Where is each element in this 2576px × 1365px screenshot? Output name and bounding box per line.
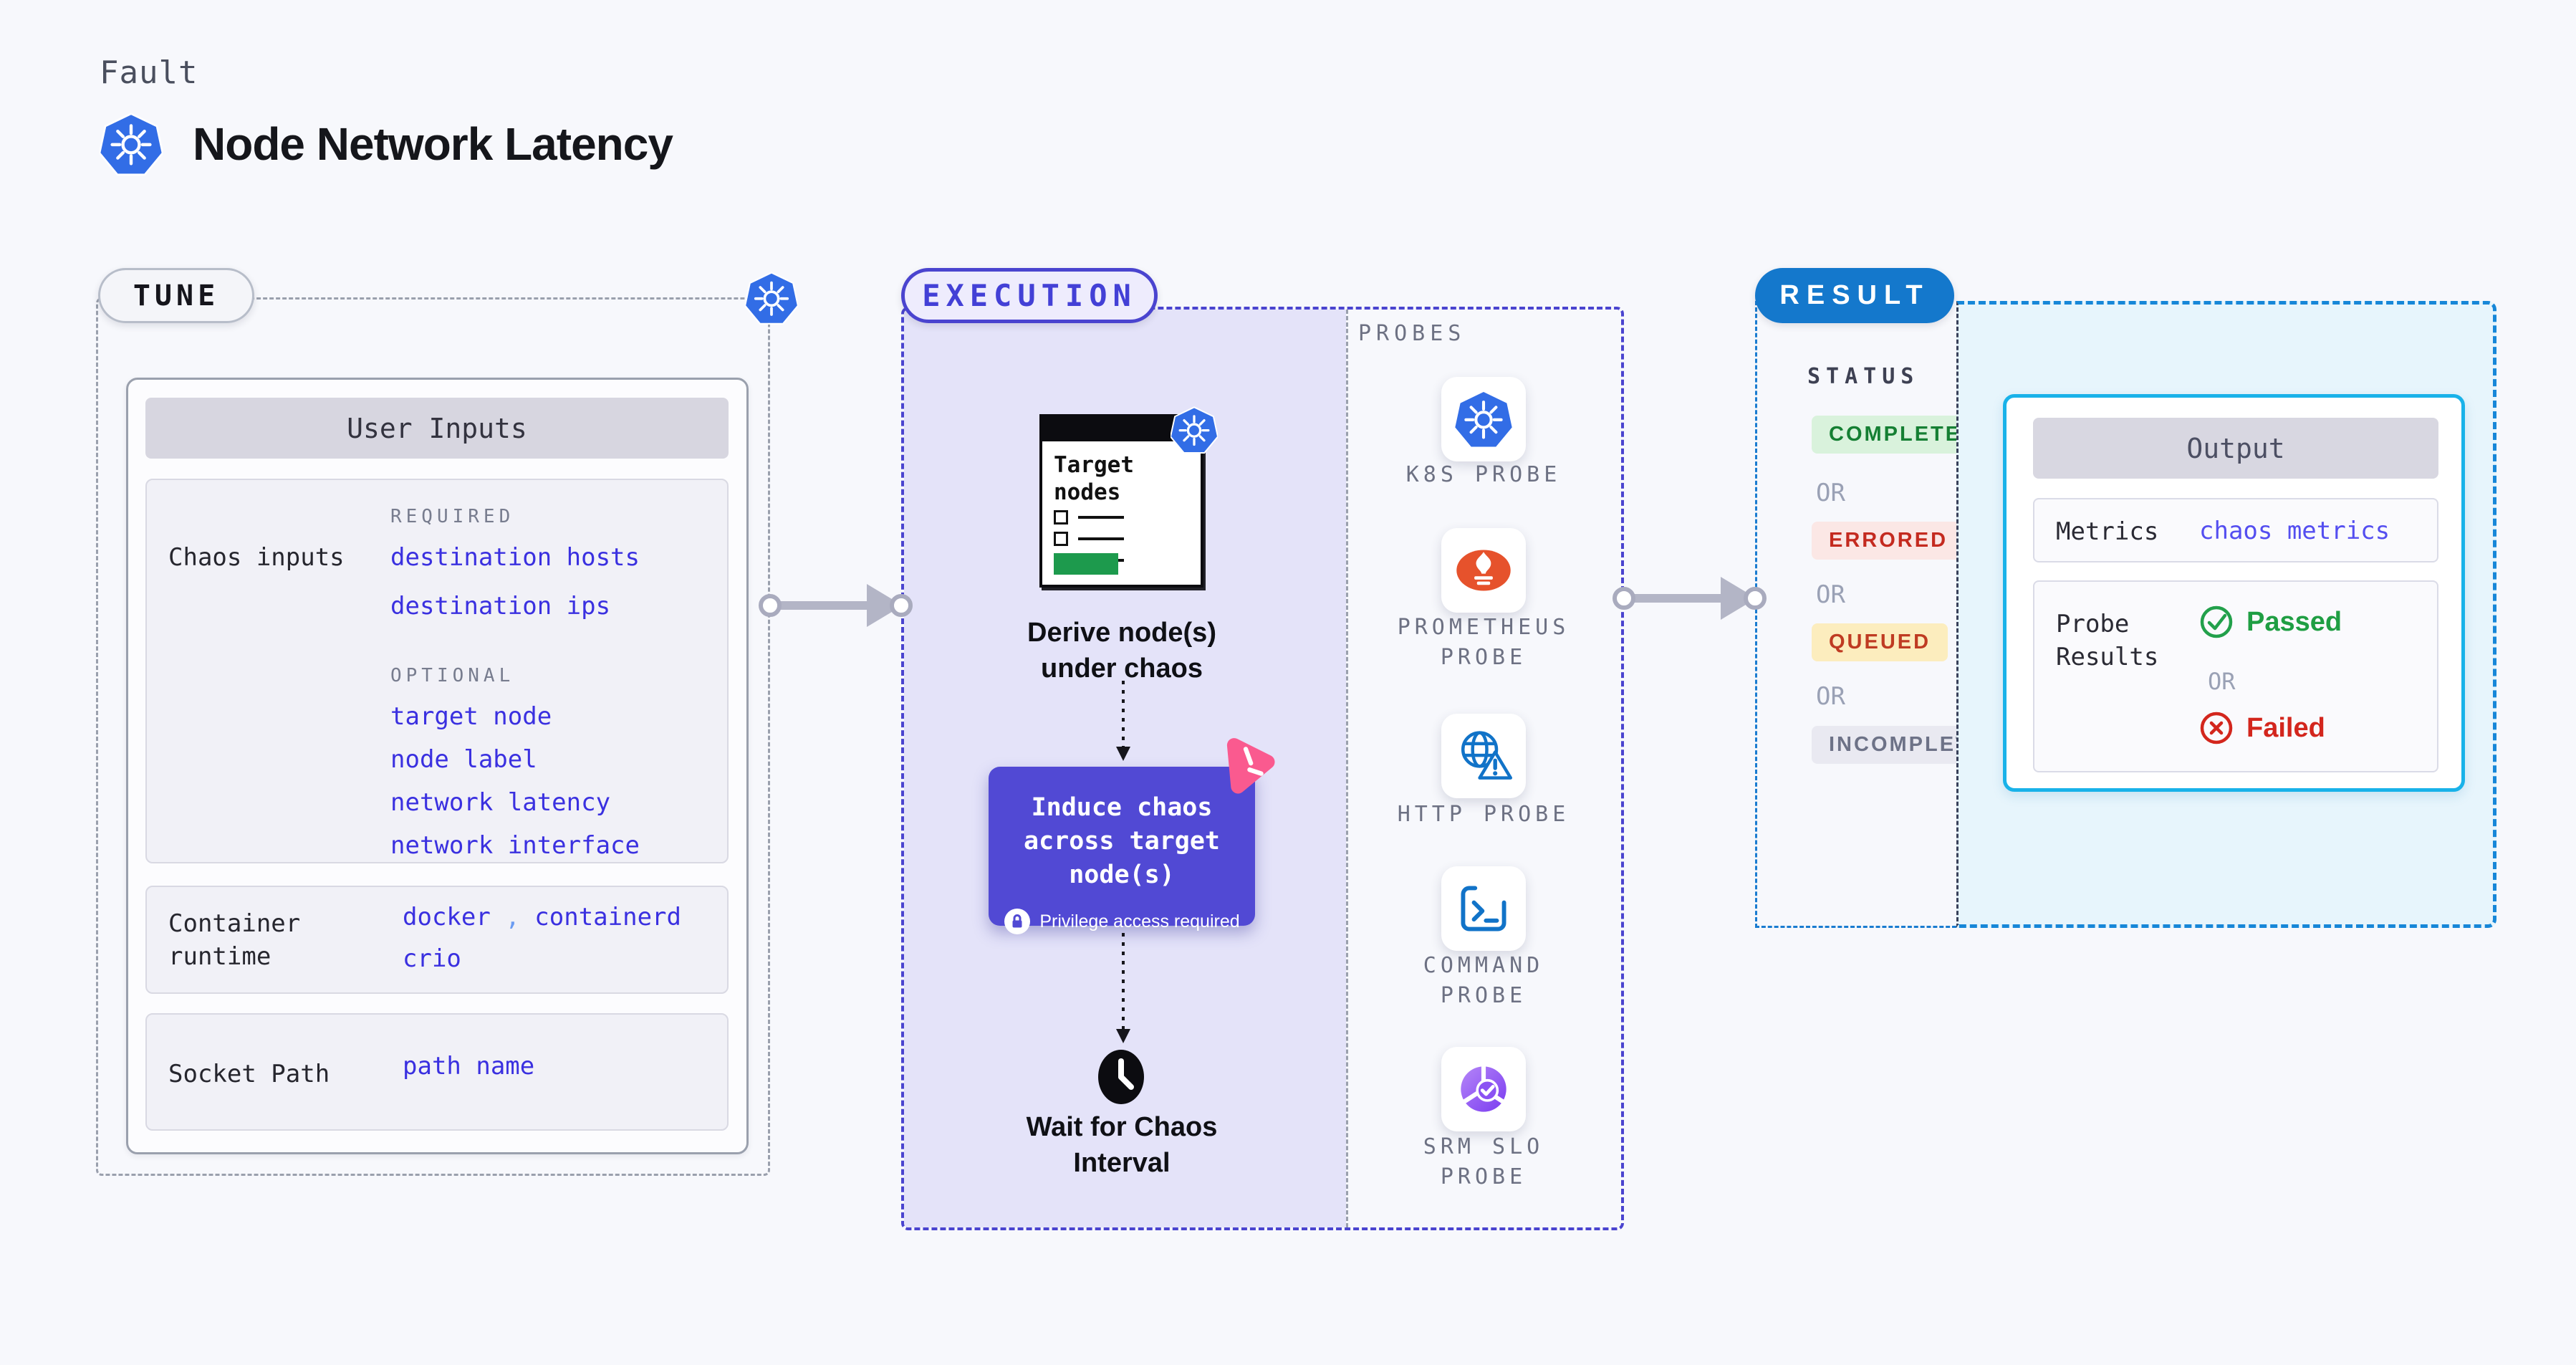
status-queued-badge: QUEUED xyxy=(1812,623,1948,661)
metrics-label: Metrics xyxy=(2056,517,2159,546)
kubernetes-icon xyxy=(1171,406,1218,454)
line-placeholder xyxy=(1078,516,1124,519)
induce-chaos-card: Induce chaos across target node(s) Privi… xyxy=(989,767,1255,934)
optional-label: OPTIONAL xyxy=(390,665,515,686)
step-derive-nodes: Derive node(s) under chaos xyxy=(1027,618,1216,684)
or-separator: OR xyxy=(1816,682,1845,711)
required-input-list: destination hosts destination ips xyxy=(390,543,640,641)
progress-bar xyxy=(1054,553,1118,575)
check-circle-icon xyxy=(2200,605,2233,638)
flow-connector xyxy=(1116,681,1130,761)
tune-badge: TUNE xyxy=(98,268,254,323)
privilege-note-text: Privilege access required xyxy=(1039,911,1240,931)
chaos-input-value: network latency xyxy=(390,788,611,817)
http-probe-label: HTTP PROBE xyxy=(1397,802,1570,827)
container-runtime-row: Container runtime docker , containerd cr… xyxy=(145,886,729,994)
chaos-input-value: destination ips xyxy=(390,592,611,621)
page-title-row: Node Network Latency xyxy=(100,111,673,177)
target-nodes-card: Target nodes xyxy=(1039,414,1203,588)
line-placeholder xyxy=(1078,537,1124,540)
checkbox-icon xyxy=(1054,532,1068,546)
runtime-value-line: docker , containerd xyxy=(403,903,681,931)
prometheus-probe-card xyxy=(1441,528,1526,613)
kubernetes-icon xyxy=(745,271,798,325)
execution-badge: EXECUTION xyxy=(901,268,1158,323)
failed-text: Failed xyxy=(2246,712,2325,743)
runtime-comma: , xyxy=(505,903,520,931)
k8s-probe-icon xyxy=(1454,389,1513,449)
failed-result: Failed xyxy=(2199,711,2325,745)
passed-result: Passed xyxy=(2199,605,2342,639)
command-probe-card xyxy=(1441,866,1526,951)
container-runtime-values: docker , containerd crio xyxy=(403,903,681,973)
user-inputs-title: User Inputs xyxy=(145,398,729,459)
kubernetes-icon xyxy=(100,111,163,177)
probes-label: PROBES xyxy=(1358,321,1466,346)
chaos-input-value: target node xyxy=(390,702,552,731)
command-probe-label: COMMAND PROBE xyxy=(1423,953,1544,1008)
socket-path-label: Socket Path xyxy=(168,1060,330,1088)
node-list-item xyxy=(1054,510,1124,525)
fault-eyebrow: Fault xyxy=(100,54,198,91)
prometheus-probe-icon xyxy=(1456,550,1511,591)
chaos-input-value: destination hosts xyxy=(390,543,640,572)
node-list-item xyxy=(1054,532,1124,546)
optional-input-list: target node node label network latency netw… xyxy=(390,702,640,874)
result-status-section: STATUS COMPLETED OR ERRORED OR QUEUED OR… xyxy=(1755,301,2022,928)
lock-icon xyxy=(1004,909,1031,934)
required-label: REQUIRED xyxy=(390,506,515,527)
k8s-probe-card xyxy=(1441,377,1526,461)
tune-section xyxy=(96,297,770,1176)
chaos-inputs-label: Chaos inputs xyxy=(168,543,345,572)
page-title: Node Network Latency xyxy=(193,118,673,170)
runtime-docker: docker xyxy=(403,903,491,931)
chaos-input-value: network interface xyxy=(390,831,640,860)
socket-path-value: path name xyxy=(403,1052,535,1081)
srm-slo-probe-card xyxy=(1441,1047,1526,1131)
socket-path-row: Socket Path path name xyxy=(145,1013,729,1131)
chaos-litmus-icon xyxy=(1226,738,1275,794)
metrics-value: chaos metrics xyxy=(2199,517,2390,545)
metrics-row: Metrics chaos metrics xyxy=(2033,498,2438,562)
srm-slo-probe-icon xyxy=(1461,1063,1506,1112)
execution-to-result-arrow xyxy=(1613,577,1767,620)
clock-icon xyxy=(1098,1050,1144,1104)
runtime-crio: crio xyxy=(403,944,461,973)
chaos-inputs-values: REQUIRED destination hosts destination ip… xyxy=(390,506,640,874)
prometheus-probe-label: PROMETHEUS PROBE xyxy=(1397,615,1570,670)
command-probe-icon xyxy=(1461,886,1506,931)
target-nodes-title: Target nodes xyxy=(1054,452,1134,505)
runtime-containerd: containerd xyxy=(534,903,681,931)
step-wait-interval: Wait for Chaos Interval xyxy=(1026,1112,1218,1178)
tune-to-execution-arrow xyxy=(759,584,913,627)
or-separator: OR xyxy=(1816,580,1845,609)
output-title: Output xyxy=(2033,418,2438,479)
checkbox-icon xyxy=(1054,510,1068,525)
container-runtime-label: Container runtime xyxy=(168,909,301,971)
status-errored-badge: ERRORED xyxy=(1812,522,1966,560)
or-separator: OR xyxy=(2208,668,2236,695)
or-separator: OR xyxy=(1816,479,1845,507)
output-card: Output Metrics chaos metrics Probe Resul… xyxy=(2003,394,2465,792)
http-probe-icon xyxy=(1461,731,1513,780)
http-probe-card xyxy=(1441,714,1526,798)
probe-results-row: Probe Results Passed OR Failed xyxy=(2033,580,2438,772)
status-label: STATUS xyxy=(1807,364,1920,389)
flow-connector xyxy=(1116,933,1130,1043)
x-circle-icon xyxy=(2200,712,2233,744)
srm-slo-probe-label: SRM SLO PROBE xyxy=(1423,1134,1544,1189)
passed-text: Passed xyxy=(2246,606,2342,637)
privilege-note: Privilege access required xyxy=(1004,908,1240,935)
result-badge: RESULT xyxy=(1755,268,1954,323)
chaos-input-value: node label xyxy=(390,745,537,774)
probe-results-label: Probe Results xyxy=(2056,610,2159,671)
k8s-probe-label: K8S PROBE xyxy=(1405,462,1562,487)
probes-area xyxy=(1346,310,1621,1227)
step-induce-chaos: Induce chaos across target node(s) xyxy=(1024,793,1220,889)
